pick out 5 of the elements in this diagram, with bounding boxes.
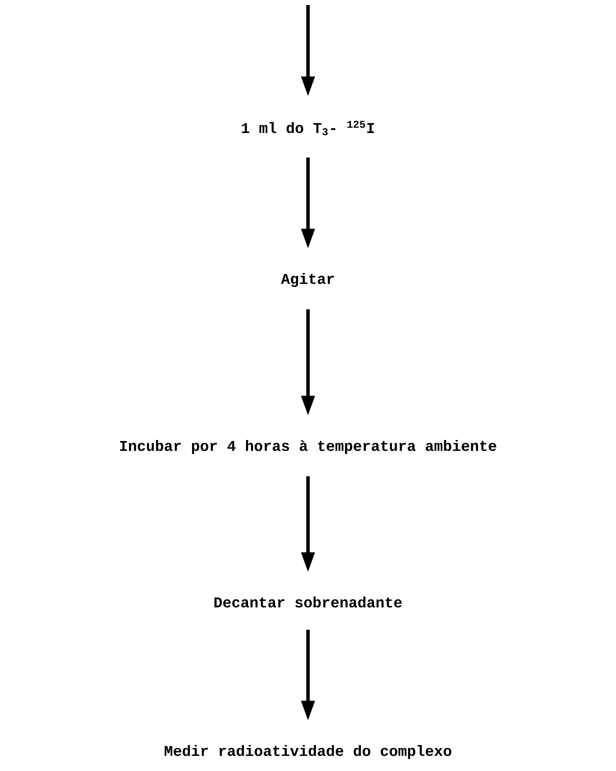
step-text: Agitar xyxy=(281,272,334,288)
step-text: Decantar sobrenadante xyxy=(214,596,402,608)
step-text: Incubar por 4 horas à temperatura ambiente xyxy=(120,440,496,454)
step-text: Medir radioatividade do complexo xyxy=(164,745,452,759)
step-text: 1 ml do T$_{3}$- $^{125}$I xyxy=(242,120,374,136)
